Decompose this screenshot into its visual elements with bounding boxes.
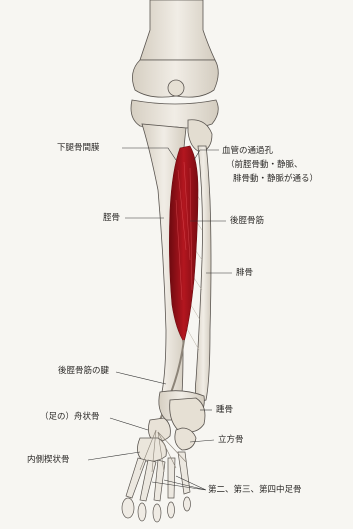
label-tibialis-posterior: 後脛骨筋 (230, 216, 264, 227)
tibialis-posterior-muscle (169, 146, 198, 342)
label-fibula: 腓骨 (236, 268, 253, 279)
leader-navicular (110, 418, 148, 430)
leader-cuneiform (88, 452, 140, 460)
label-calcaneus: 踵骨 (216, 405, 233, 416)
femur (132, 0, 218, 97)
label-metatarsals: 第二、第三、第四中足骨 (208, 485, 302, 496)
calcaneus-bone (170, 398, 205, 432)
label-cuboid: 立方骨 (218, 435, 244, 446)
label-vessel-aperture-2: （前脛骨動・静脈、 (226, 160, 303, 171)
label-medial-cuneiform: 内側楔状骨 (27, 455, 70, 466)
label-tibialis-posterior-tendon: 後脛骨筋の腱 (58, 366, 109, 377)
leader-tendon (116, 372, 166, 384)
label-vessel-aperture-3: 腓骨動・静脈が通る） (233, 174, 318, 185)
label-navicular: （足の）舟状骨 (40, 412, 100, 423)
label-tibia: 脛骨 (103, 213, 120, 224)
label-interosseous-membrane: 下腿骨間膜 (57, 143, 100, 154)
label-vessel-aperture-1: 血管の通過孔 (222, 146, 273, 157)
toes (122, 497, 191, 522)
